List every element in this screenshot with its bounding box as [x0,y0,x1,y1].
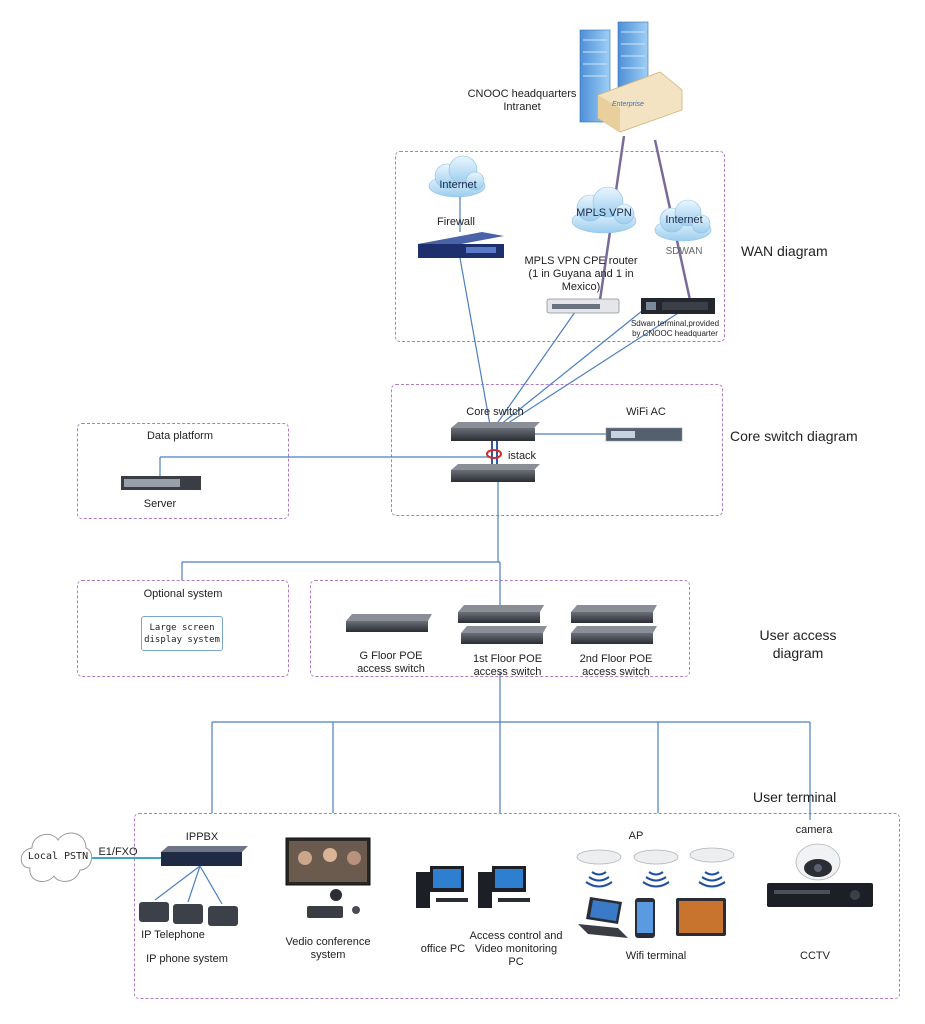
sdwan-terminal-icon [641,298,715,314]
acv-line1: Access control and [469,930,563,942]
ip-phone-icon [139,902,238,926]
2nd-floor-switch-bottom-icon [571,626,657,644]
data-platform-title: Data platform [146,430,214,442]
office-pc-label: office PC [420,943,466,955]
firewall-label: Firewall [437,216,475,228]
internet-label: Internet [439,179,477,191]
vc-line2: system [310,949,346,961]
wan-diagram-title: WAN diagram [741,243,828,259]
hq-building-text: Enterprise [612,101,644,108]
ippbx-label: IPPBX [185,831,219,843]
wifi-ac-label: WiFi AC [626,406,666,418]
internet-cloud-sdwan-icon [654,199,712,242]
vc-line1: Vedio conference [285,936,371,948]
wan-group-box [395,151,725,342]
istack-label: istack [507,450,537,462]
firewall-icon [418,232,504,258]
ap-icon [576,847,735,865]
internet-sdwan-label: Internet [665,214,703,226]
1st-floor-switch-label: 1st Floor POE access switch [460,653,555,679]
data-platform-box [77,423,289,519]
g-floor-switch-icon [346,614,432,632]
server-label: Server [143,498,177,510]
terminal-group-box [134,813,900,999]
lsd-line1: Large screen [149,623,215,633]
acv-line3: PC [508,956,524,968]
hq-building-icon: Enterprise [579,21,683,133]
access-control-pc-label: Access control and Video monitoring PC [466,930,566,969]
cpe-label-line1: MPLS VPN CPE router [524,255,638,267]
sdwan-terminal-label: Sdwan terminal,provided by CNOOC headqua… [620,319,730,339]
1st-floor-switch-bottom-icon [461,626,547,644]
istack-link-icon [486,441,502,464]
wifi-ac-icon [605,427,683,442]
core-group-box [391,384,723,516]
network-links [154,196,811,905]
2nd-floor-line1: 2nd Floor POE [579,653,653,665]
hq-label-line1: CNOOC headquarters [467,88,577,100]
wifi-signal-icon [585,871,726,888]
large-screen-display-box: Large screen display system [141,616,223,651]
core-switch-diagram-title: Core switch diagram [730,428,858,444]
cpe-router-label: MPLS VPN CPE router (1 in Guyana and 1 i… [518,255,644,294]
core-switch-2-icon [451,464,540,482]
user-access-diagram-title: User access diagram [748,626,848,662]
cpe-router-icon [546,298,620,314]
lsd-line2: display system [144,635,220,645]
mpls-vpn-label: MPLS VPN [576,207,632,219]
ippbx-icon [161,846,248,866]
2nd-floor-switch-top-icon [571,605,657,623]
cpe-label-line2: (1 in Guyana and 1 in [528,268,634,280]
tablet-icon [676,898,726,936]
ip-telephone-label: IP Telephone [141,929,205,941]
ip-phone-system-label: IP phone system [146,953,228,965]
core-switch-label: Core switch [466,406,524,418]
hq-label-line2: Intranet [503,101,541,113]
g-floor-switch-label: G Floor POE access switch [346,650,436,676]
sdwan-terminal-line2: by CNOOC headquarter [632,329,718,338]
camera-icon [795,843,841,881]
e1-fxo-label: E1/FXO [98,846,138,858]
camera-label: camera [795,824,833,836]
cctv-label: CCTV [800,950,830,962]
cctv-recorder-icon [767,883,873,907]
optional-system-title: Optional system [143,588,223,600]
access-control-pc-icon [478,866,530,908]
office-pc-icon [416,866,468,908]
smartphone-icon [635,898,655,938]
acv-line2: Video monitoring [474,943,558,955]
local-pstn-label: Local PSTN [27,851,89,862]
video-conference-label: Vedio conference system [280,936,376,962]
internet-cloud-icon [428,155,486,198]
server-icon [121,476,201,490]
cpe-label-line3: Mexico) [561,281,601,293]
user-terminal-title: User terminal [753,789,837,805]
wifi-terminal-label: Wifi terminal [625,950,687,962]
sdwan-terminal-line1: Sdwan terminal,provided [630,319,720,328]
g-floor-line1: G Floor POE [359,650,423,662]
1st-floor-line1: 1st Floor POE [472,653,543,665]
1st-floor-switch-top-icon [458,605,544,623]
2nd-floor-switch-label: 2nd Floor POE access switch [568,653,664,679]
sdwan-label: SDWAN [665,246,703,257]
video-conference-icon [285,837,371,918]
1st-floor-line2: access switch [473,666,542,678]
mpls-vpn-cloud-icon [571,186,637,234]
user-access-diagram-title-text: User access diagram [759,627,837,661]
g-floor-line2: access switch [357,663,425,675]
hq-label: CNOOC headquarters Intranet [462,88,582,114]
optional-system-box [77,580,289,677]
core-switch-1-icon [451,422,540,441]
laptop-icon [578,897,628,938]
local-pstn-cloud-icon [20,832,93,883]
2nd-floor-line2: access switch [582,666,650,678]
ap-label: AP [628,830,644,842]
